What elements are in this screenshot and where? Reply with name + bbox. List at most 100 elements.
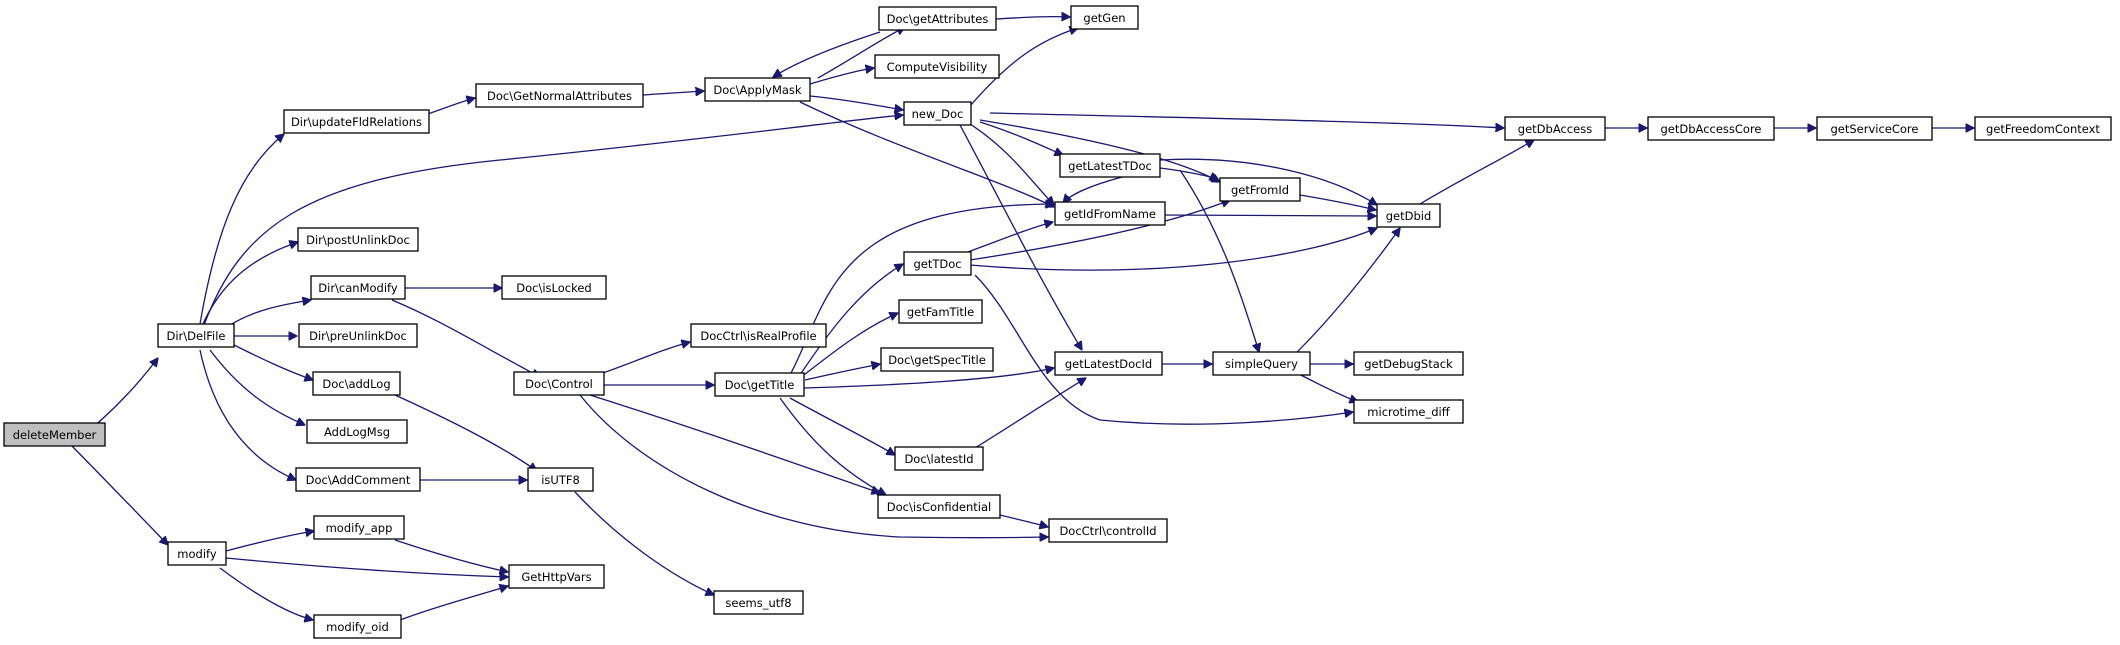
edge: [974, 274, 1353, 425]
node-getFamTitle[interactable]: getFamTitle: [898, 299, 983, 324]
node-Doc-ApplyMask[interactable]: Doc\ApplyMask: [704, 77, 811, 102]
node-label: modify: [177, 547, 217, 561]
node-label: Dir\postUnlinkDoc: [306, 233, 410, 247]
node-seems_utf8[interactable]: seems_utf8: [713, 590, 804, 615]
edge: [197, 134, 284, 337]
node-getFreedomContext[interactable]: getFreedomContext: [1974, 116, 2112, 141]
edge: [995, 17, 1070, 19]
node-label: ComputeVisibility: [887, 60, 988, 74]
edges: [71, 17, 1974, 620]
edge: [1419, 140, 1534, 205]
node-label: seems_utf8: [725, 596, 791, 610]
node-label: getFamTitle: [907, 305, 974, 319]
node-Doc-addLog[interactable]: Doc\addLog: [312, 371, 401, 396]
node-new_Doc[interactable]: new_Doc: [903, 101, 972, 126]
edge: [1292, 228, 1400, 357]
edge: [989, 112, 1504, 128]
edge: [71, 445, 168, 545]
node-modify[interactable]: modify: [167, 541, 227, 566]
node-Doc-Control[interactable]: Doc\Control: [513, 371, 605, 396]
node-label: getIdFromName: [1064, 207, 1156, 221]
edge: [1159, 215, 1376, 216]
edge: [574, 491, 714, 595]
edge: [391, 299, 540, 377]
node-ComputeVisibility[interactable]: ComputeVisibility: [874, 54, 1000, 79]
node-getDbid[interactable]: getDbid: [1376, 203, 1441, 228]
node-Dir-postUnlinkDoc[interactable]: Dir\postUnlinkDoc: [297, 227, 419, 252]
edge: [197, 242, 298, 337]
node-GetHttpVars[interactable]: GetHttpVars: [508, 564, 605, 589]
edge: [579, 394, 1048, 538]
node-Doc-getSpecTitle[interactable]: Doc\getSpecTitle: [880, 347, 994, 372]
node-Doc-isLocked[interactable]: Doc\isLocked: [501, 275, 607, 300]
edge: [959, 222, 1053, 256]
edge: [789, 397, 895, 455]
node-Dir-updateFldRelations[interactable]: Dir\updateFldRelations: [283, 109, 430, 134]
node-label: getDbAccessCore: [1660, 122, 1761, 136]
node-label: modify_app: [326, 521, 393, 535]
node-Dir-DelFile[interactable]: Dir\DelFile: [157, 323, 235, 348]
node-getDbAccess[interactable]: getDbAccess: [1504, 116, 1606, 141]
edge: [799, 101, 1054, 207]
node-getGen[interactable]: getGen: [1070, 5, 1139, 30]
edge: [1299, 194, 1376, 210]
edge: [979, 119, 1220, 182]
node-microtime_diff[interactable]: microtime_diff: [1353, 399, 1464, 424]
node-deleteMember[interactable]: deleteMember: [3, 422, 106, 447]
node-label: deleteMember: [13, 428, 97, 442]
edge: [969, 28, 1078, 107]
edge: [424, 98, 475, 116]
edge: [394, 539, 508, 572]
node-DocCtrl-isRealProfile[interactable]: DocCtrl\isRealProfile: [690, 323, 827, 348]
node-Doc-isConfidential[interactable]: Doc\isConfidential: [877, 494, 1001, 519]
edge: [773, 31, 881, 77]
edge: [394, 394, 537, 471]
edge: [809, 95, 903, 110]
node-AddLogMsg[interactable]: AddLogMsg: [306, 419, 408, 444]
edge: [229, 300, 311, 326]
node-getLatestTDoc[interactable]: getLatestTDoc: [1059, 153, 1161, 178]
node-label: getServiceCore: [1830, 122, 1918, 136]
node-getTDoc[interactable]: getTDoc: [903, 251, 972, 276]
edge: [779, 397, 886, 495]
node-label: getDbAccess: [1518, 122, 1592, 136]
node-label: new_Doc: [912, 107, 964, 121]
node-label: microtime_diff: [1367, 405, 1450, 419]
edge: [803, 368, 1054, 389]
node-getServiceCore[interactable]: getServiceCore: [1816, 116, 1933, 141]
node-DocCtrl-controlId[interactable]: DocCtrl\controlId: [1048, 518, 1168, 543]
node-Doc-getAttributes[interactable]: Doc\getAttributes: [878, 6, 997, 31]
edge: [225, 531, 314, 552]
node-Doc-GetNormalAttributes[interactable]: Doc\GetNormalAttributes: [475, 83, 644, 108]
node-getDbAccessCore[interactable]: getDbAccessCore: [1647, 116, 1775, 141]
node-label: Dir\preUnlinkDoc: [309, 329, 407, 343]
edge: [233, 344, 313, 380]
node-Doc-AddComment[interactable]: Doc\AddComment: [295, 467, 421, 492]
node-label: AddLogMsg: [324, 425, 390, 439]
edge: [1159, 158, 1377, 205]
node-getLatestDocId[interactable]: getLatestDocId: [1054, 351, 1163, 376]
edge: [203, 115, 903, 326]
node-getFromId[interactable]: getFromId: [1219, 177, 1301, 202]
node-simpleQuery[interactable]: simpleQuery: [1212, 351, 1311, 376]
node-Dir-canModify[interactable]: Dir\canModify: [310, 275, 406, 300]
node-modify_oid[interactable]: modify_oid: [313, 614, 402, 639]
node-Doc-getTitle[interactable]: Doc\getTitle: [714, 372, 805, 397]
node-getIdFromName[interactable]: getIdFromName: [1054, 201, 1166, 226]
node-label: DocCtrl\controlId: [1059, 524, 1156, 538]
node-isUTF8[interactable]: isUTF8: [527, 467, 594, 492]
edge: [1063, 174, 1131, 203]
node-modify_app[interactable]: modify_app: [313, 515, 405, 540]
edge: [809, 68, 874, 85]
node-Doc-latestId[interactable]: Doc\latestId: [894, 446, 984, 471]
node-label: Doc\addLog: [322, 377, 390, 391]
node-label: Doc\AddComment: [306, 473, 411, 487]
node-getDebugStack[interactable]: getDebugStack: [1353, 351, 1464, 376]
node-label: simpleQuery: [1225, 357, 1298, 371]
edge: [799, 264, 903, 376]
edge: [817, 27, 905, 79]
edge: [799, 313, 898, 379]
node-Dir-preUnlinkDoc[interactable]: Dir\preUnlinkDoc: [298, 323, 418, 348]
edge: [999, 514, 1048, 527]
node-label: getDebugStack: [1364, 357, 1453, 371]
